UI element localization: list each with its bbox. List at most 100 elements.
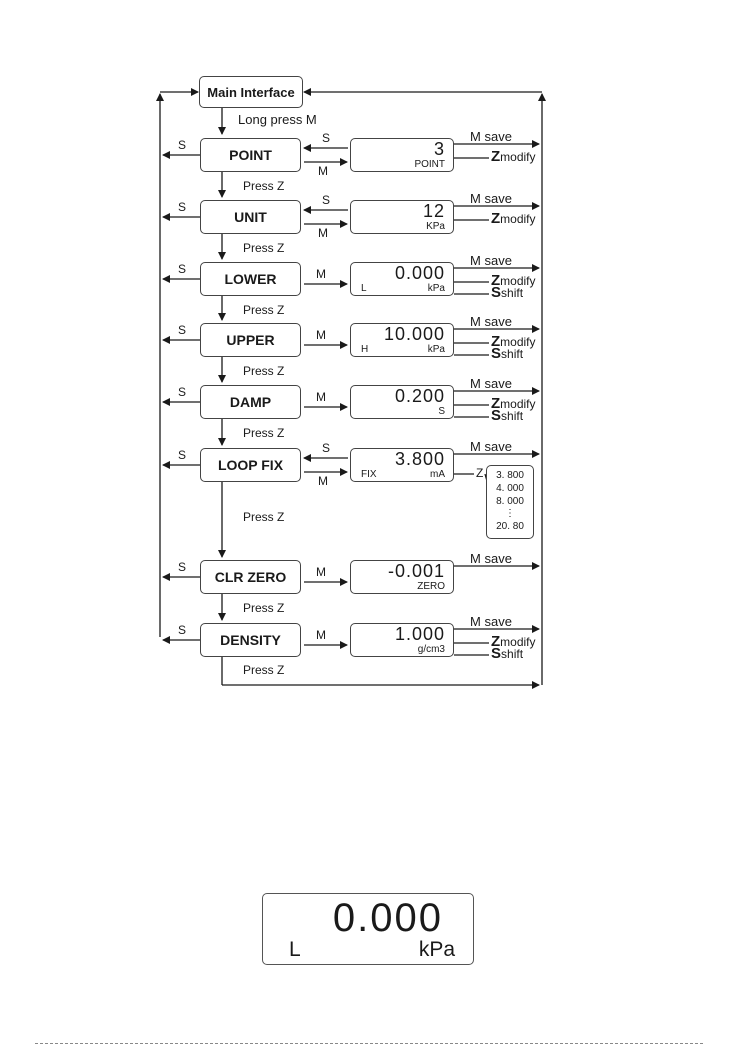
s-shift-label: Sshift bbox=[491, 284, 523, 301]
m-key-label: M bbox=[316, 328, 326, 342]
m-save-label: M save bbox=[470, 614, 512, 629]
display-unit: kPa bbox=[418, 938, 455, 961]
menu-box-upper: UPPER bbox=[200, 323, 301, 357]
display-unit: POINT bbox=[414, 159, 445, 170]
z-modify-label: Zmodify bbox=[491, 210, 536, 227]
z-key-label: Z bbox=[476, 466, 484, 480]
z-key: Z bbox=[491, 148, 501, 165]
m-key-label: M bbox=[318, 474, 328, 488]
display-sublabel: H bbox=[361, 344, 369, 355]
s-key-label: S bbox=[178, 200, 187, 214]
shift-word: shift bbox=[501, 647, 524, 661]
loop-option: 8. 000 bbox=[496, 496, 524, 507]
m-save-label: M save bbox=[470, 439, 512, 454]
m-save-label: M save bbox=[470, 129, 512, 144]
s-key-label: S bbox=[178, 448, 187, 462]
press-z-label: Press Z bbox=[243, 510, 285, 524]
m-save-label: M save bbox=[470, 551, 512, 566]
z-key: Z bbox=[491, 395, 501, 412]
m-key: M bbox=[470, 614, 481, 629]
menu-box-unit: UNIT bbox=[200, 200, 301, 234]
save-word: save bbox=[484, 129, 512, 144]
m-key-label: M bbox=[316, 628, 326, 642]
z-key: Z bbox=[491, 210, 501, 227]
s-key: S bbox=[491, 645, 502, 662]
s-key: S bbox=[491, 345, 502, 362]
display-unit: kPa bbox=[427, 344, 445, 355]
m-key: M bbox=[470, 253, 481, 268]
menu-box-point: POINT bbox=[200, 138, 301, 172]
z-modify-label: Zmodify bbox=[491, 633, 536, 650]
display-unit: kPa bbox=[427, 283, 445, 294]
z-modify-label: Zmodify bbox=[491, 333, 536, 350]
menu-box-clr-zero: CLR ZERO bbox=[200, 560, 301, 594]
display-sublabel: FIX bbox=[361, 469, 377, 480]
modify-word: modify bbox=[500, 635, 536, 649]
s-key-label: S bbox=[322, 131, 331, 145]
display-unit: S bbox=[438, 406, 445, 417]
save-word: save bbox=[484, 314, 512, 329]
s-shift-label: Sshift bbox=[491, 345, 523, 362]
menu-label: DAMP bbox=[229, 394, 272, 410]
s-key-label: S bbox=[178, 138, 187, 152]
z-modify-label: Zmodify bbox=[491, 395, 536, 412]
s-key: S bbox=[491, 284, 502, 301]
z-modify-label: Zmodify bbox=[491, 272, 536, 289]
display-value: 10.000 bbox=[383, 324, 445, 344]
z-modify-label: Zmodify bbox=[491, 148, 536, 165]
m-key: M bbox=[470, 376, 481, 391]
press-z-label: Press Z bbox=[243, 241, 285, 255]
press-z-label: Press Z bbox=[243, 303, 285, 317]
s-key-label: S bbox=[322, 441, 331, 455]
m-save-label: M save bbox=[470, 376, 512, 391]
s-key-label: S bbox=[178, 323, 187, 337]
z-key: Z bbox=[491, 333, 501, 350]
menu-box-loop-fix: LOOP FIX bbox=[200, 448, 301, 482]
m-key-label: M bbox=[316, 390, 326, 404]
m-key: M bbox=[470, 191, 481, 206]
display-value: 12 bbox=[422, 201, 445, 221]
m-key-label: M bbox=[318, 226, 328, 240]
modify-word: modify bbox=[500, 274, 536, 288]
menu-label: DENSITY bbox=[220, 632, 281, 648]
menu-label: POINT bbox=[229, 147, 272, 163]
display-value: 0.000 bbox=[394, 263, 445, 283]
menu-box-damp: DAMP bbox=[200, 385, 301, 419]
modify-word: modify bbox=[500, 150, 536, 164]
menu-label: LOWER bbox=[224, 271, 277, 287]
press-z-label: Press Z bbox=[243, 663, 285, 677]
display-value: -0.001 bbox=[387, 561, 445, 581]
save-word: save bbox=[484, 253, 512, 268]
menu-label: LOOP FIX bbox=[217, 457, 284, 473]
s-key-label: S bbox=[322, 193, 331, 207]
save-word: save bbox=[484, 376, 512, 391]
press-z-label: Press Z bbox=[243, 426, 285, 440]
menu-box-density: DENSITY bbox=[200, 623, 301, 657]
press-z-label: Press Z bbox=[243, 364, 285, 378]
menu-label: UNIT bbox=[234, 209, 267, 225]
loop-option: 20. 80 bbox=[496, 521, 524, 532]
modify-word: modify bbox=[500, 335, 536, 349]
m-save-label: M save bbox=[470, 191, 512, 206]
lower-limit-display: 0.000 L kPa bbox=[262, 893, 474, 965]
s-shift-label: Sshift bbox=[491, 645, 523, 662]
display-unit: KPa bbox=[426, 221, 445, 232]
s-key-label: S bbox=[178, 385, 187, 399]
save-word: save bbox=[484, 439, 512, 454]
z-key: Z bbox=[491, 633, 501, 650]
press-z-label: Press Z bbox=[243, 601, 285, 615]
display-unit: mA bbox=[430, 469, 445, 480]
press-z-label: Press Z bbox=[243, 179, 285, 193]
loop-option: 4. 000 bbox=[496, 483, 524, 494]
m-key: M bbox=[470, 129, 481, 144]
z-key: Z bbox=[491, 272, 501, 289]
m-save-label: M save bbox=[470, 253, 512, 268]
menu-label: CLR ZERO bbox=[214, 569, 287, 585]
save-word: save bbox=[484, 551, 512, 566]
